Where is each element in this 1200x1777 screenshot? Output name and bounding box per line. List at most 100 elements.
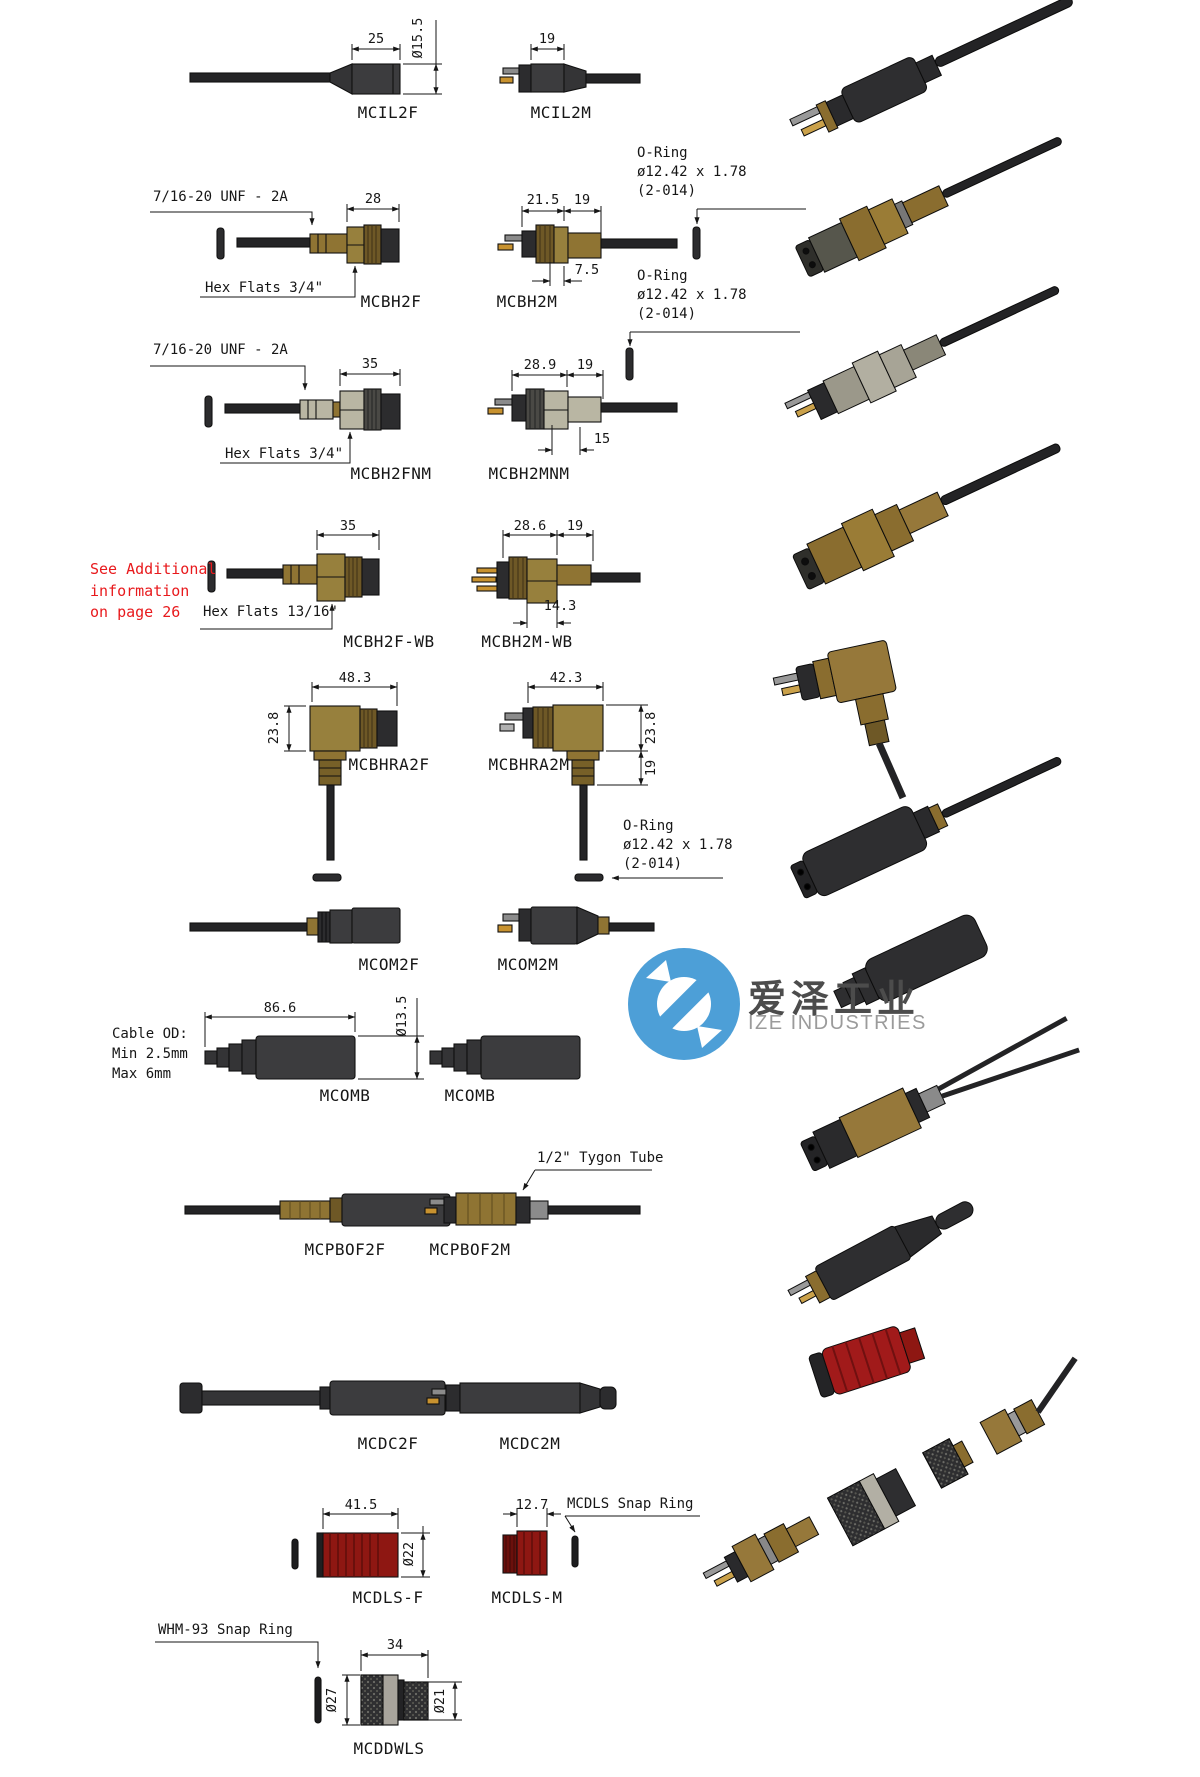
cable-od-line2: Min 2.5mm bbox=[112, 1046, 188, 1062]
part-label-mcil2m: MCIL2M bbox=[530, 102, 592, 122]
dim-mcbh2mnm-d1: 28.9 bbox=[523, 357, 557, 374]
photo-mcbh2mnm bbox=[784, 286, 1060, 421]
photo-mcomb bbox=[833, 914, 988, 1009]
dim-mcbh2fwb-length: 35 bbox=[339, 518, 357, 535]
part-label-mcomb-2: MCOMB bbox=[444, 1085, 496, 1105]
drawing-mcpbof2f bbox=[184, 1193, 451, 1227]
photo-mcil2m bbox=[789, 0, 1073, 137]
part-label-mcil2f: MCIL2F bbox=[357, 102, 419, 122]
drawing-mcbhra2m bbox=[499, 682, 648, 882]
oring-note-3-line2: ø12.42 x 1.78 bbox=[623, 837, 733, 853]
drawing-mcbh2fnm bbox=[150, 365, 401, 464]
drawing-mcomb-2 bbox=[429, 1035, 581, 1080]
dim-mcbh2mnm-d3: 15 bbox=[593, 431, 611, 448]
part-label-mcbh2mwb: MCBH2M-WB bbox=[481, 631, 573, 651]
part-label-mcomb-1: MCOMB bbox=[319, 1085, 371, 1105]
photo-mcbh2m bbox=[795, 137, 1062, 277]
part-label-mcbh2f: MCBH2F bbox=[360, 291, 422, 311]
part-label-mcdc2m: MCDC2M bbox=[499, 1433, 561, 1453]
drawing-mcdlsf bbox=[291, 1508, 430, 1578]
dim-mcomb-length: 86.6 bbox=[263, 1000, 297, 1017]
dim-mcbh2f-length: 28 bbox=[364, 191, 382, 208]
part-label-mcddwls: MCDDWLS bbox=[353, 1738, 425, 1758]
drawing-mcbhra2f bbox=[284, 682, 398, 882]
cable-od-line1: Cable OD: bbox=[112, 1026, 188, 1042]
oring-note-1-line3: (2-014) bbox=[637, 183, 697, 199]
oring-note-2-line2: ø12.42 x 1.78 bbox=[637, 287, 747, 303]
oring-note-3-line1: O-Ring bbox=[623, 818, 674, 834]
dim-mcbh2fnm-length: 35 bbox=[361, 356, 379, 373]
callout-mcdls-snap-ring: MCDLS Snap Ring bbox=[567, 1496, 694, 1512]
dim-mcbhra2m-height: 23.8 bbox=[643, 711, 660, 745]
dim-mcbh2mwb-d3: 14.3 bbox=[543, 598, 577, 615]
dim-mcbh2m-d3: 7.5 bbox=[574, 262, 600, 279]
oring-note-1-line1: O-Ring bbox=[637, 145, 688, 161]
dim-mcbhra2f-height: 23.8 bbox=[266, 711, 283, 745]
callout-hex-flats-3: Hex Flats 13/16" bbox=[203, 604, 338, 620]
dim-mcbh2mnm-d2: 19 bbox=[576, 357, 594, 374]
dim-mcbhra2f-length: 48.3 bbox=[338, 670, 372, 687]
dim-mcbh2m-d1: 21.5 bbox=[526, 192, 560, 209]
oring-note-3-line3: (2-014) bbox=[623, 856, 683, 872]
drawing-mcdc2f bbox=[179, 1380, 446, 1416]
watermark-chinese: 爱泽工业 bbox=[748, 977, 921, 1021]
part-label-mcdc2f: MCDC2F bbox=[357, 1433, 419, 1453]
drawing-mcbh2mnm bbox=[487, 370, 678, 455]
part-label-mcbh2fnm: MCBH2FNM bbox=[350, 463, 432, 483]
dim-mcbhra2m-length: 42.3 bbox=[549, 670, 583, 687]
part-label-mcbhra2m: MCBHRA2M bbox=[488, 754, 570, 774]
dim-mcbh2mwb-d2: 19 bbox=[566, 518, 584, 535]
dim-mcdlsm-length: 12.7 bbox=[515, 1497, 549, 1514]
dim-mcbh2mwb-d1: 28.6 bbox=[513, 518, 547, 535]
drawing-mcpbof2m bbox=[424, 1169, 652, 1226]
cable-od-line3: Max 6mm bbox=[112, 1066, 172, 1082]
photo-mcdls bbox=[808, 1326, 926, 1398]
drawing-mcomb-1 bbox=[204, 998, 424, 1080]
part-label-mcpbof2m: MCPBOF2M bbox=[429, 1239, 511, 1259]
photo-mcddwls-exploded bbox=[702, 1356, 1078, 1587]
photo-mcbh2fwb bbox=[792, 443, 1061, 590]
dim-mcomb-diameter: Ø13.5 bbox=[394, 995, 411, 1037]
drawing-mcom2m bbox=[497, 906, 655, 945]
oring-note-1-line2: ø12.42 x 1.78 bbox=[637, 164, 747, 180]
part-label-mcbh2m: MCBH2M bbox=[496, 291, 558, 311]
dim-mcil2f-length: 25 bbox=[367, 31, 385, 48]
dim-mcil2m-length: 19 bbox=[538, 31, 556, 48]
dim-mcddwls-length: 34 bbox=[386, 1637, 404, 1654]
callout-hex-flats-2: Hex Flats 3/4" bbox=[225, 446, 344, 462]
callout-tygon-tube: 1/2" Tygon Tube bbox=[537, 1150, 664, 1166]
dim-mcbhra2m-stem: 19 bbox=[643, 759, 660, 777]
dim-mcddwls-d-small: Ø21 bbox=[432, 1688, 449, 1714]
drawing-mcdc2m bbox=[426, 1382, 617, 1414]
part-label-mcbh2mnm: MCBH2MNM bbox=[488, 463, 570, 483]
drawing-mcbh2mwb bbox=[471, 530, 641, 628]
drawing-mcdlsm bbox=[502, 1508, 700, 1576]
dim-mcddwls-d-large: Ø27 bbox=[324, 1687, 341, 1713]
dim-mcil2f-diameter: Ø15.5 bbox=[410, 17, 427, 59]
note-page26-line2: information bbox=[90, 582, 190, 600]
note-page26-line3: on page 26 bbox=[90, 603, 181, 621]
ize-logo bbox=[628, 948, 740, 1060]
oring-callout-1 bbox=[692, 208, 806, 260]
photo-mcpbof bbox=[800, 1016, 1080, 1172]
watermark-english: IZE INDUSTRIES bbox=[748, 1012, 927, 1034]
drawing-mcbh2f bbox=[150, 204, 400, 298]
dim-mcdlsf-diameter: Ø22 bbox=[401, 1541, 418, 1567]
photo-mcom bbox=[790, 757, 1062, 899]
oring-note-2-line3: (2-014) bbox=[637, 306, 697, 322]
drawing-mcbh2fwb bbox=[200, 530, 380, 630]
note-page26-line1: See Additional bbox=[90, 560, 217, 578]
callout-whm-snap-ring: WHM-93 Snap Ring bbox=[158, 1622, 293, 1638]
part-label-mcdlsf: MCDLS-F bbox=[352, 1587, 424, 1607]
drawing-mcil2m bbox=[499, 44, 641, 93]
callout-hex-flats-1: Hex Flats 3/4" bbox=[205, 280, 324, 296]
dim-mcbh2m-d2: 19 bbox=[573, 192, 591, 209]
drawing-mcbh2m bbox=[497, 206, 678, 286]
oring-callout-2 bbox=[625, 331, 800, 381]
drawing-mcom2f bbox=[189, 907, 401, 944]
callout-unf-thread-2: 7/16-20 UNF - 2A bbox=[153, 342, 288, 358]
callout-unf-thread-1: 7/16-20 UNF - 2A bbox=[153, 189, 288, 205]
part-label-mcpbof2f: MCPBOF2F bbox=[304, 1239, 386, 1259]
